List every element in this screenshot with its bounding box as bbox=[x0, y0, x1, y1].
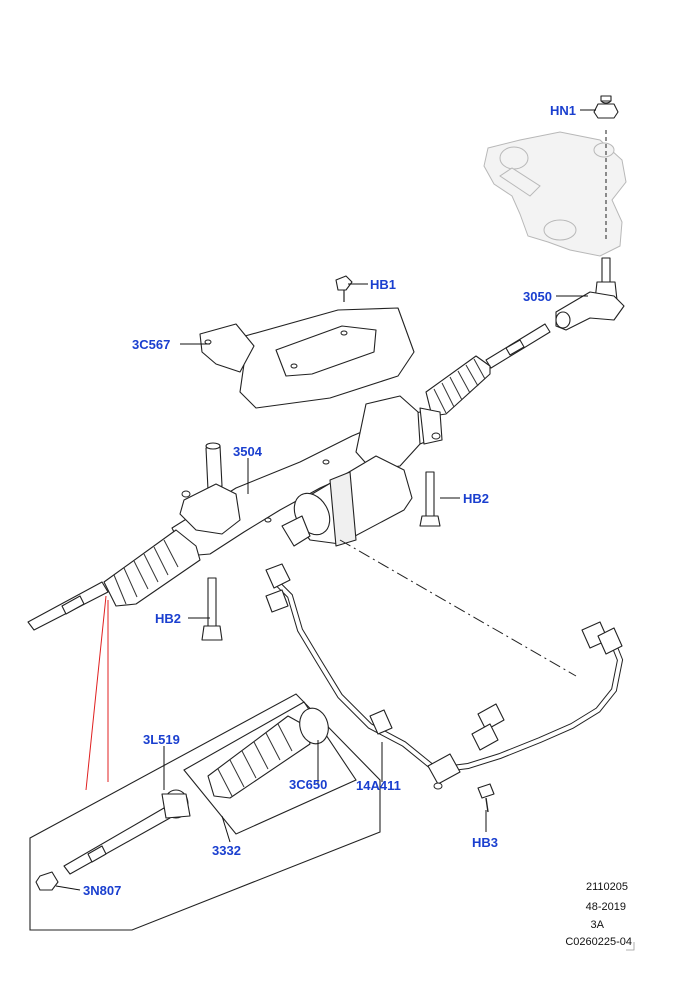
callout-14a411[interactable]: 14A411 bbox=[356, 778, 401, 793]
reference-line-4: C0260225-04 bbox=[565, 936, 632, 948]
inner-tie-rod-kit bbox=[63, 789, 191, 875]
connection-dash-line bbox=[339, 539, 577, 677]
reference-line-3: 3A bbox=[591, 919, 605, 931]
red-guide-line-1 bbox=[85, 595, 107, 791]
bolt-hb3[interactable] bbox=[477, 783, 495, 813]
wiring-harness-14a411[interactable] bbox=[265, 563, 624, 790]
bolt-hb2-right[interactable] bbox=[419, 471, 441, 527]
left-tie-rod-shaft bbox=[27, 581, 109, 631]
bolt-hb2-left[interactable] bbox=[201, 577, 223, 641]
callout-3l519[interactable]: 3L519 bbox=[143, 732, 180, 747]
nut-hn1[interactable] bbox=[593, 95, 619, 119]
kit-box-3l519 bbox=[29, 693, 381, 931]
callout-3332[interactable]: 3332 bbox=[212, 843, 241, 858]
callout-hn1[interactable]: HN1 bbox=[550, 103, 576, 118]
clamp-3c650[interactable] bbox=[296, 705, 332, 747]
callout-3c567[interactable]: 3C567 bbox=[132, 337, 170, 352]
callout-3n807[interactable]: 3N807 bbox=[83, 883, 121, 898]
steering-knuckle-ghost bbox=[483, 130, 627, 257]
right-bellows-boot bbox=[425, 355, 491, 417]
pinion-input-shaft bbox=[179, 442, 241, 535]
callout-3c650[interactable]: 3C650 bbox=[289, 777, 327, 792]
nut-3n807[interactable] bbox=[35, 871, 59, 891]
boot-3332[interactable] bbox=[207, 715, 311, 799]
tie-rod-end-3050[interactable] bbox=[555, 257, 625, 331]
reference-line-1: 2110205 bbox=[586, 881, 628, 893]
reference-block: 2110205 48-2019 3A C0260225-04 bbox=[565, 881, 635, 951]
corner-mark bbox=[626, 942, 635, 951]
callout-hb2-right[interactable]: HB2 bbox=[463, 491, 489, 506]
heat-shield-3c567[interactable] bbox=[199, 307, 415, 409]
kit-box-3332 bbox=[183, 701, 357, 835]
callout-hb3[interactable]: HB3 bbox=[472, 835, 498, 850]
bolt-hb1[interactable] bbox=[335, 275, 353, 302]
callout-hb2-left[interactable]: HB2 bbox=[155, 611, 181, 626]
leader-lines bbox=[55, 109, 596, 891]
callout-3504[interactable]: 3504 bbox=[233, 444, 263, 459]
reference-line-2: 48-2019 bbox=[586, 901, 626, 913]
callout-hb1[interactable]: HB1 bbox=[370, 277, 396, 292]
right-tie-rod-shaft bbox=[485, 323, 551, 369]
left-bellows-boot bbox=[103, 529, 201, 607]
power-assist-motor bbox=[281, 455, 413, 547]
callout-3050[interactable]: 3050 bbox=[523, 289, 552, 304]
